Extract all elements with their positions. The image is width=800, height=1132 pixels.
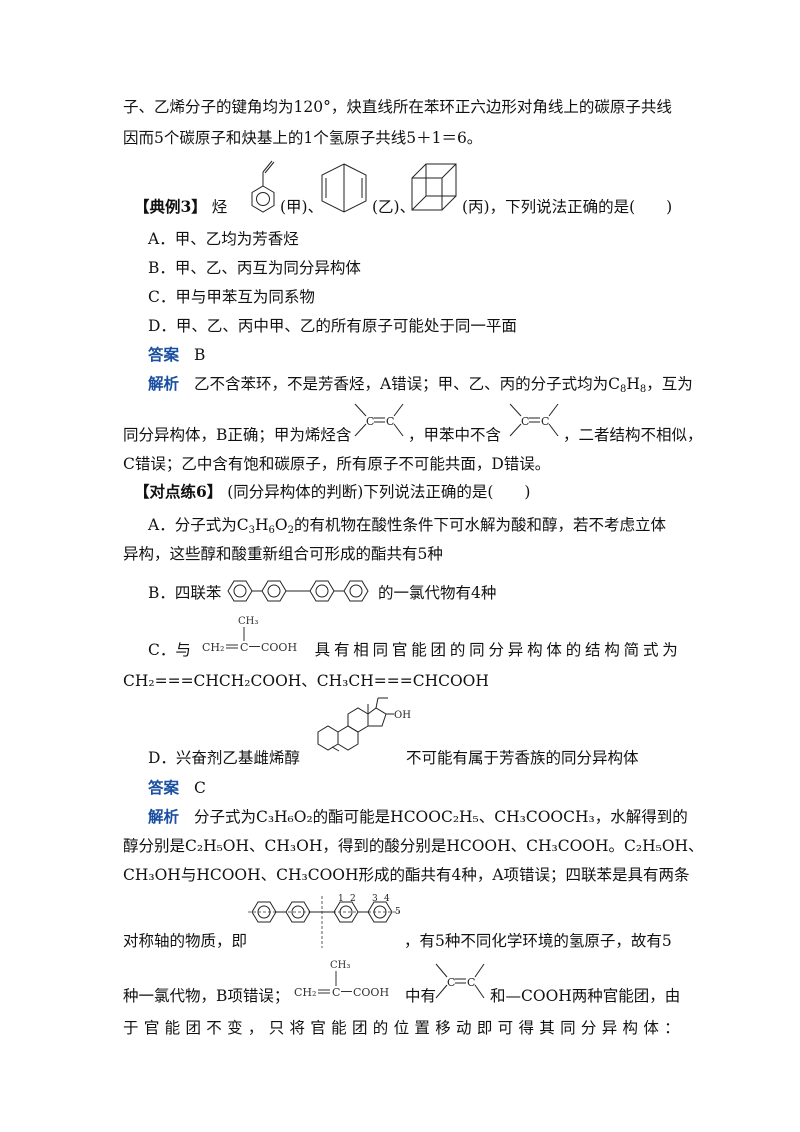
analysis-label: 解析 (148, 374, 180, 393)
practice6-option-b-post: 的一氯代物有4种 (378, 584, 497, 602)
practice6-option-d-post: 不可能有属于芳香族的同分异构体 (406, 749, 639, 767)
svg-text:CH₃: CH₃ (330, 960, 350, 971)
svg-text:C: C (240, 641, 248, 654)
practice6-analysis-line-5-pre: 种一氯代物，B项错误； (123, 987, 290, 1005)
practice6-header: 【对点练6】 (同分异构体的判断)下列说法正确的是( ) (134, 481, 530, 503)
practice6-tag: 【对点练6】 (134, 482, 223, 501)
alkene-group-2: C C (509, 403, 559, 437)
quaterphenyl-numbered-structure: 1 2 3 4 5 (248, 894, 401, 948)
svg-text:CH₃: CH₃ (238, 616, 258, 627)
methacrylic-acid-structure-2: CH₃ CH₂ C COOH (294, 960, 389, 999)
practice6-option-c-line-2: CH₂===CHCH₂COOH、CH₃CH===CHCOOH (123, 672, 489, 690)
example3-header: 【典例3】 烃 (134, 196, 227, 218)
svg-text:3: 3 (372, 894, 378, 904)
analysis-label: 解析 (148, 807, 180, 826)
ethylestrenol-structure: OH (317, 697, 411, 752)
svg-text:C: C (447, 976, 455, 989)
example3-option-c: C．甲与甲苯互为同系物 (148, 288, 315, 306)
practice6-title: (同分异构体的判断)下列说法正确的是( ) (227, 483, 531, 501)
practice6-option-a-line-2: 异构，这些醇和酸重新组合可形成的酯共有5种 (123, 545, 443, 563)
example3-analysis-line-2-b: ，甲苯中不含 (408, 426, 502, 444)
example3-analysis-line-1: 解析 乙不含苯环，不是芳香烃，A错误；甲、乙、丙的分子式均为C8H8，互为 (148, 374, 693, 395)
answer-label: 答案 (148, 778, 180, 797)
svg-text:COOH: COOH (353, 986, 389, 999)
svg-text:OH: OH (394, 710, 411, 721)
alkene-group-1: C C (354, 403, 404, 437)
styrene-structure (251, 160, 275, 213)
practice6-option-d-pre: D．兴奋剂乙基雌烯醇 (148, 749, 300, 767)
practice6-answer: 答案 C (148, 777, 206, 799)
practice6-analysis-line-1: 解析 分子式为C₃H₆O₂的酯可能是HCOOC₂H₅、CH₃COOCH₃，水解得… (148, 807, 688, 826)
answer-value: C (193, 779, 206, 797)
practice6-analysis-line-5-post: 和—COOH两种官能团，由 (490, 987, 681, 1005)
practice6-option-b-pre: B．四联苯 (148, 584, 222, 602)
practice6-analysis-line-3: CH₃OH与HCOOH、CH₃COOH形成的酯共有4种，A项错误；四联苯是具有两… (123, 866, 690, 884)
svg-text:CH₂: CH₂ (202, 641, 224, 654)
bicyclic-structure (321, 163, 367, 213)
svg-text:C: C (521, 415, 529, 428)
svg-text:4: 4 (384, 894, 390, 904)
practice6-option-c-line-1: C．与 具 有 相 同 官 能 团 的 同 分 异 构 体 的 结 构 简 式 … (148, 641, 678, 659)
answer-label: 答案 (148, 345, 180, 364)
answer-value: B (193, 346, 206, 364)
svg-text:1: 1 (338, 894, 344, 904)
practice6-analysis-line-4-post: ，有5种不同化学环境的氢原子，故有5 (404, 932, 672, 950)
methacrylic-acid-structure-1: CH₃ CH₂ C COOH (202, 616, 297, 654)
example3-yi-label: (乙)、 (372, 198, 416, 216)
example3-answer: 答案 B (148, 344, 205, 366)
practice6-analysis-line-6: 于 官 能 团 不 变 ， 只 将 官 能 团 的 位 置 移 动 即 可 得 … (123, 1019, 680, 1037)
svg-text:C: C (332, 986, 340, 999)
alkene-group-3: C C (435, 963, 485, 999)
example3-bing-label: (丙)，下列说法正确的是( ) (462, 198, 673, 216)
example3-option-d: D．甲、乙、丙中甲、乙的所有原子可能处于同一平面 (148, 317, 517, 335)
example3-jia-label: (甲)、 (280, 198, 324, 216)
intro-line-2: 因而5个碳原子和炔基上的1个氢原子共线5＋1＝6。 (123, 129, 483, 147)
quaterphenyl-structure (227, 580, 369, 602)
svg-text:COOH: COOH (261, 641, 297, 654)
svg-text:C: C (386, 415, 394, 428)
practice6-option-a-line-1: A．分子式为C3H6O2的有机物在酸性条件下可水解为酸和醇，若不考虑立体 (148, 516, 666, 536)
practice6-analysis-line-4-pre: 对称轴的物质，即 (123, 932, 248, 950)
practice6-analysis-line-5-mid: 中有 (405, 987, 437, 1005)
cubane-structure (411, 163, 457, 211)
example3-analysis-line-3: C错误；乙中含有饱和碳原子，所有原子不可能共面，D错误。 (123, 455, 551, 473)
example3-tag: 【典例3】 (134, 197, 207, 216)
example3-analysis-line-2-c: ，二者结构不相似， (563, 426, 703, 444)
svg-text:2: 2 (350, 894, 356, 904)
example3-option-b: B．甲、乙、丙互为同分异构体 (148, 259, 361, 277)
intro-line-1: 子、乙烯分子的键角均为120°，炔直线所在苯环正六边形对角线上的碳原子共线 (123, 98, 672, 116)
svg-text:C: C (541, 415, 549, 428)
example3-option-a: A．甲、乙均为芳香烃 (148, 230, 299, 248)
example3-lead: 烃 (211, 198, 228, 216)
svg-text:C: C (467, 976, 475, 989)
example3-analysis-line-2-a: 同分异构体，B正确；甲为烯烃含 (123, 426, 352, 444)
svg-text:5: 5 (395, 907, 401, 917)
practice6-analysis-line-2: 醇分别是C₂H₅OH、CH₃OH，得到的酸分别是HCOOH、CH₃COOH。C₂… (123, 837, 704, 855)
svg-text:C: C (366, 415, 374, 428)
svg-text:CH₂: CH₂ (294, 986, 316, 999)
